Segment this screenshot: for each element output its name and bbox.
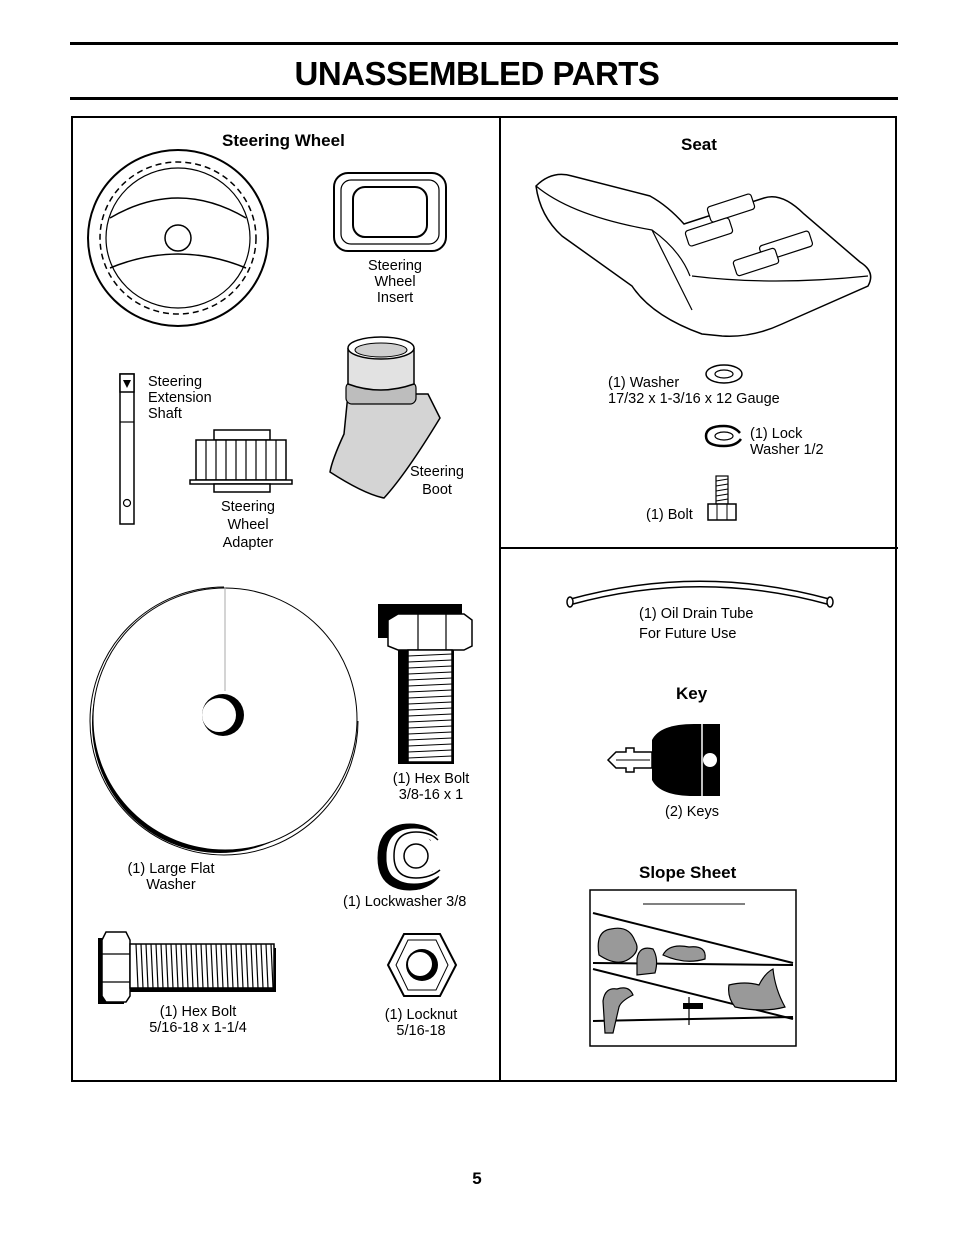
lock-washer-icon — [704, 424, 743, 448]
washer-icon — [705, 364, 743, 384]
steering-wheel-insert-icon — [333, 172, 447, 252]
oil-drain-tube-label: (1) Oil Drain Tube For Future Use — [639, 606, 754, 642]
large-flat-washer-label: (1) Large Flat Washer — [127, 861, 215, 893]
steering-wheel-insert-label: Steering Wheel Insert — [367, 258, 422, 306]
locknut-icon — [386, 933, 458, 997]
hex-bolt-516-icon — [98, 931, 276, 1004]
key-icon — [606, 724, 720, 796]
title-underline — [70, 97, 898, 100]
bolt-label: (1) Bolt — [646, 507, 693, 523]
steering-wheel-adapter-label: Steering Wheel Adapter — [220, 499, 275, 551]
lockwasher-icon — [377, 823, 441, 891]
hex-bolt-icon — [378, 604, 473, 764]
column-divider — [499, 117, 501, 1081]
parts-frame — [71, 116, 897, 1082]
large-flat-washer-icon — [89, 586, 359, 856]
locknut-label: (1) Locknut 5/16-18 — [384, 1007, 458, 1039]
hex-bolt-38-label: (1) Hex Bolt 3/8-16 x 1 — [392, 771, 470, 803]
steering-extension-shaft-label: Steering Extension Shaft — [148, 374, 212, 422]
page-number: 5 — [472, 1169, 482, 1188]
seat-heading: Seat — [681, 135, 717, 154]
oil-drain-tube-icon — [566, 580, 834, 608]
lockwasher-38-label: (1) Lockwasher 3/8 — [343, 894, 467, 910]
page-title: UNASSEMBLED PARTS — [294, 55, 660, 92]
lock-washer-label: (1) Lock Washer 1/2 — [750, 426, 824, 458]
extension-shaft-icon — [119, 373, 135, 525]
slope-sheet-heading: Slope Sheet — [639, 863, 737, 882]
hex-bolt-516-label: (1) Hex Bolt 5/16-18 x 1-1/4 — [149, 1004, 247, 1036]
washer-label: (1) Washer 17/32 x 1-3/16 x 12 Gauge — [608, 375, 780, 407]
steering-wheel-heading: Steering Wheel — [222, 131, 345, 150]
steering-wheel-icon — [87, 149, 269, 327]
right-section-divider — [501, 547, 898, 549]
adapter-icon — [189, 429, 293, 493]
keys-label: (2) Keys — [665, 804, 719, 820]
steering-boot-label: Steering Boot — [409, 464, 464, 498]
steering-boot-icon — [329, 336, 441, 499]
key-heading: Key — [676, 684, 708, 703]
slope-sheet-icon — [589, 889, 797, 1047]
top-rule — [70, 42, 898, 45]
seat-icon — [535, 173, 872, 337]
bolt-icon — [707, 475, 737, 521]
